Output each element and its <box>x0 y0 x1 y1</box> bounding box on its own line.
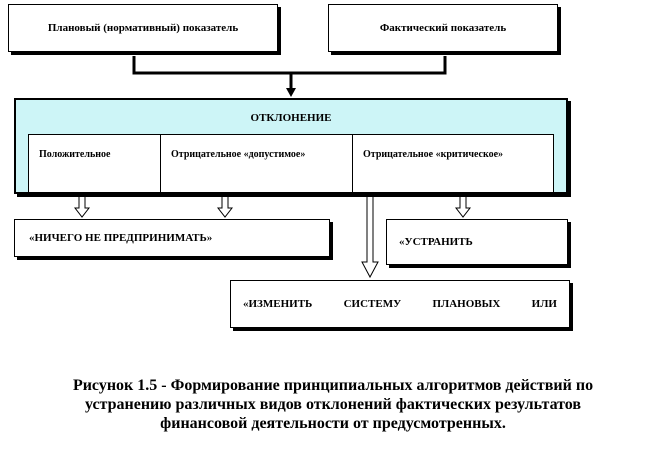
change-word-2: СИСТЕМУ <box>343 298 402 310</box>
eliminate-label: «УСТРАНИТЬ <box>399 236 473 248</box>
plan-connector <box>132 56 447 75</box>
fact-indicator-box: Фактический показатель <box>328 4 558 52</box>
change-word-1: «ИЗМЕНИТЬ <box>243 298 313 310</box>
deviation-positive: Положительное <box>29 135 161 192</box>
do-nothing-box: «НИЧЕГО НЕ ПРЕДПРИНИМАТЬ» <box>14 219 330 257</box>
plan-indicator-label: Плановый (нормативный) показатель <box>47 22 239 34</box>
deviation-title: ОТКЛОНЕНИЕ <box>250 112 332 124</box>
caption-line-2: устранению различных видов отклонений фа… <box>84 396 582 413</box>
plan-indicator-box: Плановый (нормативный) показатель <box>8 4 278 52</box>
deviation-types-row: Положительное Отрицательное «допустимое»… <box>28 134 554 192</box>
caption-line-3: финансовой деятельности от предусмотренн… <box>160 415 506 432</box>
eliminate-box: «УСТРАНИТЬ <box>386 219 568 265</box>
caption-line-1: Рисунок 1.5 - Формирование принципиальны… <box>72 377 594 394</box>
arrow-negative-allowed <box>216 196 234 218</box>
change-word-3: ПЛАНОВЫХ <box>432 298 501 310</box>
do-nothing-label: «НИЧЕГО НЕ ПРЕДПРИНИМАТЬ» <box>29 232 213 244</box>
change-plan-box: «ИЗМЕНИТЬ СИСТЕМУ ПЛАНОВЫХ ИЛИ <box>230 280 570 328</box>
arrow-critical-eliminate <box>454 196 472 218</box>
deviation-box: ОТКЛОНЕНИЕ Положительное Отрицательное «… <box>14 98 568 194</box>
arrow-positive <box>73 196 91 218</box>
arrow-down-to-deviation <box>286 88 296 97</box>
deviation-negative-allowed: Отрицательное «допустимое» <box>161 135 353 192</box>
change-word-4: ИЛИ <box>531 298 557 310</box>
fact-indicator-label: Фактический показатель <box>379 22 507 34</box>
arrow-critical-change <box>361 196 379 279</box>
deviation-negative-critical: Отрицательное «критическое» <box>363 149 504 160</box>
figure-caption: Рисунок 1.5 - Формирование принципиальны… <box>20 376 646 433</box>
